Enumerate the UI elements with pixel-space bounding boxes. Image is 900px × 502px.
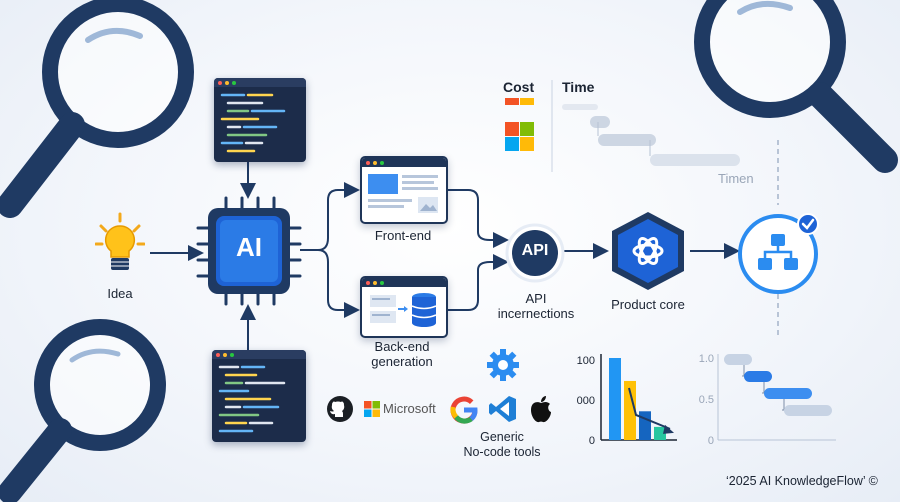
gantt-dependency [762, 382, 765, 394]
trend-line [628, 387, 671, 430]
gantt-bar [784, 405, 832, 416]
bar [609, 358, 621, 440]
schedule-gantt-chart: 1.0 0.5 0 [699, 353, 836, 447]
gantt-dependency [782, 399, 785, 411]
code-window-bottom [212, 350, 306, 442]
y-tick-label: 0.5 [699, 394, 714, 406]
frontend-window [360, 156, 448, 224]
api-circle-label: API [521, 242, 549, 259]
magnifier-top-right-icon [694, 0, 898, 173]
magnifier-top-left-icon [0, 0, 194, 218]
gantt-bar [744, 371, 772, 382]
cost-blocks-icon [505, 98, 534, 151]
backend-label: Back-end generation [356, 339, 448, 369]
api-label-line2: incernections [497, 306, 575, 321]
timeline-bars [562, 104, 740, 166]
time-label: Time [562, 79, 595, 95]
backend-label-line2: generation [371, 354, 433, 369]
tools-label-line1: Generic [480, 430, 524, 444]
ai-chip-label: AI [236, 232, 262, 262]
layout-preview-icon [368, 174, 438, 213]
trend-arrowhead [663, 424, 674, 434]
deployment-node-icon [738, 213, 819, 294]
bar [624, 380, 636, 440]
y-tick-label: 0 [589, 435, 595, 447]
gantt-dependency [742, 365, 745, 377]
timeline-axis-label: Timen [718, 171, 754, 186]
product-core-hexagon-icon [612, 212, 684, 290]
google-icon [450, 396, 478, 424]
microsoft-label: Microsoft [383, 401, 436, 416]
ai-chip-icon [196, 196, 302, 306]
apple-icon [531, 396, 551, 423]
gantt-bar [764, 388, 812, 399]
code-lines-icon [218, 365, 286, 433]
github-icon [327, 396, 353, 422]
timeline-graphic [505, 98, 740, 166]
y-tick-label: 0 [708, 435, 714, 447]
backend-label-line1: Back-end [374, 339, 430, 354]
y-tick-label: 000 [577, 395, 595, 407]
backend-window [360, 276, 448, 338]
bar [654, 426, 666, 440]
code-window-top [214, 78, 306, 162]
api-label: API incernections [490, 291, 582, 321]
api-label-line1: API [525, 291, 547, 306]
copyright-text: ‘2025 AI KnowledgeFlow’ © [726, 474, 878, 488]
y-tick-label: 1.0 [699, 353, 714, 365]
gear-icon [487, 349, 519, 381]
idea-label: Idea [107, 286, 133, 301]
api-circle-icon [505, 223, 565, 283]
magnifier-bottom-left-icon [0, 319, 166, 502]
frontend-label: Front-end [374, 228, 432, 243]
bar [639, 411, 651, 440]
database-icon [370, 293, 437, 327]
product-core-label: Product core [611, 297, 685, 312]
tools-label-line2: No-code tools [463, 445, 541, 459]
gantt-bar [724, 354, 752, 365]
microsoft-logo-icon [364, 401, 380, 417]
cost-label: Cost [503, 79, 535, 95]
code-lines-icon [220, 93, 286, 153]
checkmark-icon [797, 213, 819, 235]
vscode-icon [489, 396, 516, 422]
lightbulb-icon [95, 212, 145, 270]
y-tick-label: 100 [577, 355, 595, 367]
tools-label: Generic No-code tools [450, 430, 554, 460]
